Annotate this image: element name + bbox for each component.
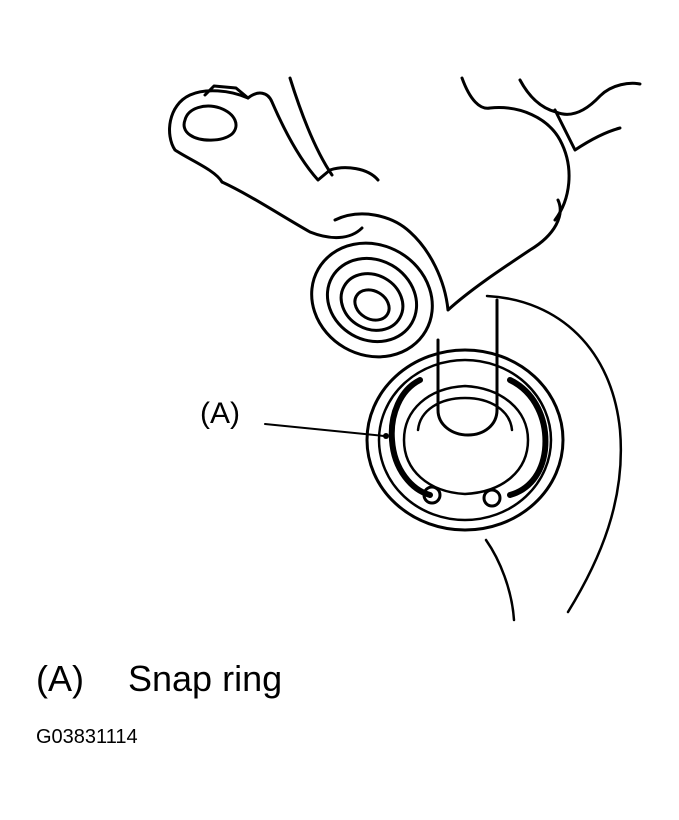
figure-id: G03831114 — [36, 726, 138, 748]
ring-bore — [416, 396, 514, 432]
housing-outline-inner — [484, 538, 516, 622]
bracket-arm — [168, 89, 380, 184]
snap-ring — [388, 377, 549, 498]
bracket-tab — [203, 84, 250, 100]
upper-arm-right — [518, 78, 642, 152]
snap-ring-illustration — [168, 76, 642, 622]
ring-housing-inner — [377, 358, 553, 522]
shaft — [436, 298, 499, 437]
bracket-lower-edge — [220, 180, 364, 239]
boss-inner-ring — [339, 272, 405, 332]
boss-outer-ring — [310, 241, 434, 359]
ring-eyelet-right — [482, 488, 502, 508]
housing-outline — [485, 294, 623, 614]
ring-eyelet-left — [422, 485, 442, 505]
callout-leader-dot — [383, 433, 389, 439]
legend-key: (A) — [36, 658, 84, 699]
bracket-hole — [182, 104, 238, 142]
boss-middle-ring — [325, 256, 419, 344]
legend-entry: (A) Snap ring — [36, 658, 282, 700]
legend-text: Snap ring — [128, 658, 283, 699]
upper-arm-body — [288, 76, 571, 222]
yoke-body — [333, 198, 562, 312]
retainer-plate — [402, 384, 530, 496]
ring-housing-outer — [365, 348, 565, 532]
callout-leader-line — [264, 423, 385, 437]
callout-label-a: (A) — [200, 397, 240, 430]
boss-center — [353, 288, 391, 322]
